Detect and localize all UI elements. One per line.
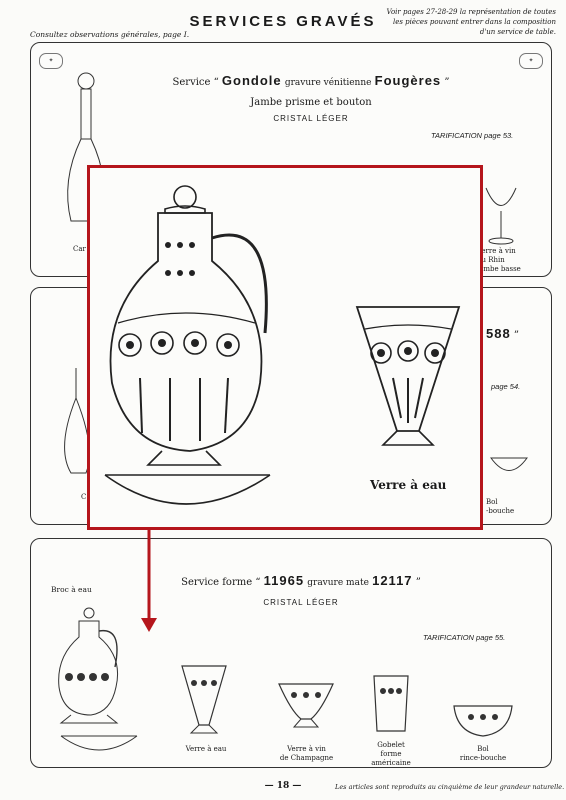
service-name-gondole: Gondole bbox=[221, 73, 282, 88]
service-subtitle: Jambe prisme et bouton bbox=[250, 97, 372, 108]
service-panel-11965: Broc à eau Service forme “ 11965 gravure… bbox=[30, 538, 552, 768]
note-right-line-3: d'un service de table. bbox=[479, 28, 556, 36]
cap-champagne-2: de Champagne bbox=[279, 754, 334, 762]
page-title: SERVICES GRAVÉS bbox=[189, 13, 377, 30]
tumbler-illustration bbox=[373, 675, 409, 732]
bowl-illustration-middle bbox=[490, 457, 528, 471]
service-name-12117: 12117 bbox=[372, 573, 413, 588]
panel-stamp-right: ✦ bbox=[519, 53, 543, 69]
tarif-label: TARIFICATION page 53. bbox=[431, 131, 514, 140]
carafe-illustration-middle bbox=[64, 368, 90, 474]
service-name-fougeres: Fougères bbox=[374, 73, 442, 88]
cap-tumbler-2: forme bbox=[380, 750, 402, 758]
caption-finger-bowl: Bol rince-bouche bbox=[443, 745, 523, 763]
cap-bowl-1: Bol bbox=[486, 498, 498, 506]
caption-water-glass: Verre à eau bbox=[185, 745, 227, 753]
champagne-glass-illustration bbox=[278, 683, 334, 728]
service-gravure-mate: gravure mate bbox=[307, 578, 369, 588]
service-11965-suffix: ” bbox=[415, 577, 421, 588]
service-588-suffix: ” bbox=[513, 330, 520, 341]
caption-broc-label: Broc à eau bbox=[51, 585, 92, 594]
broc-illustration bbox=[58, 607, 119, 724]
header-note-left: Consultez observations générales, page I… bbox=[30, 30, 190, 39]
service-forme-prefix: Service forme “ bbox=[181, 577, 261, 588]
service-gravure: gravure vénitienne bbox=[284, 78, 372, 88]
service-title-588-fragment: 588 ” bbox=[486, 326, 519, 341]
header-note-right: Voir pages 27-28-29 la représentation de… bbox=[386, 7, 556, 37]
zoom-water-glass-illustration bbox=[355, 306, 461, 446]
broc-base-curve bbox=[60, 735, 138, 751]
cap-tumbler-1: Gobelet bbox=[377, 741, 405, 749]
caption-tumbler: Gobelet forme américaine bbox=[356, 741, 426, 768]
panel-stamp-left: ✦ bbox=[39, 53, 63, 69]
note-right-line-1: Voir pages 27-28-29 la représentation de… bbox=[386, 8, 556, 16]
caption-champagne-glass: Verre à vin de Champagne bbox=[269, 745, 344, 763]
zoom-caption-water-glass: Verre à eau bbox=[370, 478, 447, 492]
service-name-588: 588 bbox=[486, 326, 511, 341]
water-glass-illustration bbox=[181, 665, 227, 734]
caption-bowl-middle: Bol -bouche bbox=[486, 498, 514, 516]
cristal-label: CRISTAL LÉGER bbox=[273, 114, 349, 123]
service-title-gondole: Service “ Gondole gravure vénitienne Fou… bbox=[111, 73, 511, 88]
service-prefix: Service “ bbox=[172, 77, 219, 88]
page-number: — 18 — bbox=[264, 781, 302, 791]
cap-rhin-3: jambe basse bbox=[477, 265, 521, 273]
footer-note: Les articles sont reproduits au cinquièm… bbox=[335, 783, 565, 791]
highlight-connector-arrow bbox=[141, 528, 157, 632]
service-suffix: ” bbox=[444, 77, 450, 88]
cap-champagne-1: Verre à vin bbox=[287, 745, 326, 753]
cap-bowl-a: Bol bbox=[477, 745, 489, 753]
note-right-line-2: les pièces pouvant entrer dans la compos… bbox=[392, 18, 556, 26]
wine-glass-illustration-top bbox=[485, 187, 517, 245]
caption-carafe-middle: C bbox=[81, 493, 87, 501]
tarif-label-588: page 54. bbox=[491, 382, 521, 391]
cap-tumbler-3: américaine bbox=[371, 759, 411, 767]
cap-bowl-2: -bouche bbox=[486, 507, 515, 515]
service-name-11965: 11965 bbox=[263, 573, 305, 588]
finger-bowl-illustration bbox=[453, 705, 513, 737]
cristal-label-11965: CRISTAL LÉGER bbox=[263, 598, 339, 607]
service-title-11965: Service forme “ 11965 gravure mate 12117… bbox=[121, 573, 481, 588]
caption-carafe-top: Car bbox=[73, 245, 86, 253]
caption-rhin-glass: Verre à vin du Rhin jambe basse bbox=[477, 247, 521, 274]
cap-bowl-b: rince-bouche bbox=[459, 754, 507, 762]
zoom-broc-illustration bbox=[104, 185, 271, 505]
zoom-highlight-box: Verre à eau bbox=[87, 165, 483, 530]
cap-rhin-1: Verre à vin bbox=[477, 247, 516, 255]
cap-rhin-2: du Rhin bbox=[477, 256, 505, 264]
tarif-label-11965: TARIFICATION page 55. bbox=[423, 633, 506, 642]
